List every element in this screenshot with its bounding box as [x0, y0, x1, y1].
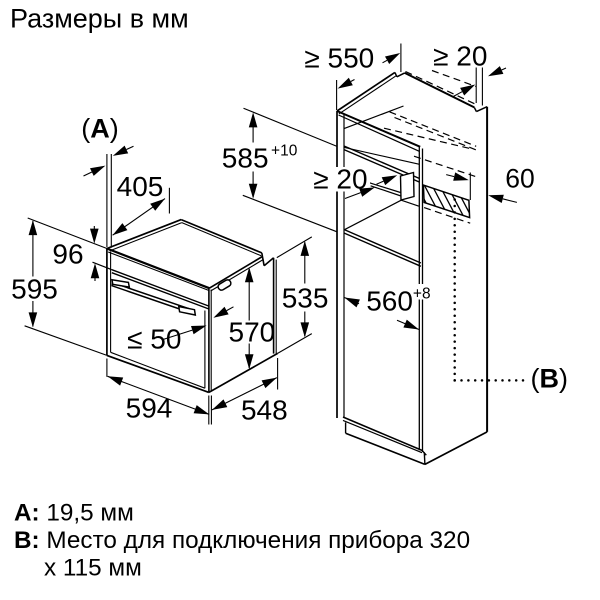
svg-text:96: 96 — [52, 239, 83, 270]
svg-text:(A): (A) — [81, 114, 119, 144]
svg-text:570: 570 — [229, 316, 276, 347]
svg-text:Размеры в мм: Размеры в мм — [10, 3, 189, 33]
svg-text:594: 594 — [126, 392, 173, 423]
svg-text:≤ 50: ≤ 50 — [127, 323, 181, 354]
svg-text:≥ 550: ≥ 550 — [304, 42, 374, 73]
svg-text:535: 535 — [282, 283, 329, 314]
svg-text:595: 595 — [11, 274, 58, 305]
svg-text:A: 19,5 мм: A: 19,5 мм — [14, 500, 134, 527]
svg-text:60: 60 — [505, 163, 534, 193]
svg-text:≥ 20: ≥ 20 — [433, 41, 487, 72]
svg-text:548: 548 — [241, 395, 288, 426]
svg-text:405: 405 — [117, 171, 164, 202]
svg-text:≥ 20: ≥ 20 — [313, 164, 367, 195]
svg-text:B: Место для подключения прибо: B: Место для подключения прибора 320 — [14, 527, 470, 554]
svg-text:(B): (B) — [531, 364, 569, 394]
svg-text:х 115 мм: х 115 мм — [44, 555, 142, 582]
